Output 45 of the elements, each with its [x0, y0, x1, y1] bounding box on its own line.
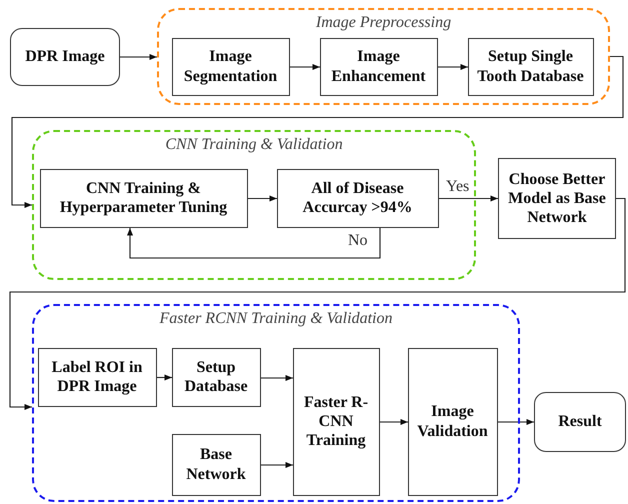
- process-box: [408, 348, 498, 496]
- arrow: [261, 374, 293, 382]
- arrow: [157, 374, 172, 381]
- group-title: Image Preprocessing: [316, 14, 452, 32]
- arrow: [380, 418, 408, 426]
- process-box: [292, 348, 380, 496]
- dashed-group-frame: [32, 304, 520, 502]
- process-box: [172, 434, 260, 496]
- box-label: Base Network: [185, 445, 247, 484]
- box-label: CNN Training & Hyperparameter Tuning: [58, 178, 228, 218]
- dashed-group-frame: [32, 130, 476, 280]
- box-label: Image Validation: [416, 402, 489, 441]
- group-title: Faster RCNN Training & Validation: [160, 310, 392, 328]
- process-box: [172, 38, 290, 96]
- process-box: [40, 168, 248, 228]
- arrow: [11, 56, 624, 208]
- terminal-box: [10, 28, 120, 86]
- process-box: [498, 158, 616, 239]
- terminal-box: [534, 392, 626, 452]
- arrow: [498, 418, 534, 426]
- group-title: CNN Training & Validation: [165, 136, 343, 154]
- arrow: [120, 54, 157, 60]
- arrow: [439, 195, 498, 202]
- dashed-group-frame: [157, 8, 610, 105]
- arrow: [9, 198, 626, 410]
- arrow: [261, 462, 293, 468]
- arrow: [126, 228, 381, 259]
- box-label: Result: [557, 412, 603, 432]
- process-box: [38, 348, 156, 406]
- box-label: Image Segmentation: [182, 47, 278, 86]
- box-label: Setup Database: [183, 358, 249, 396]
- arrow: [438, 64, 468, 70]
- arrow: [248, 195, 277, 202]
- box-label: Faster R-CNN Training: [302, 392, 370, 450]
- arrow: [290, 64, 320, 70]
- process-box: [468, 38, 594, 96]
- process-box: [172, 348, 260, 406]
- box-label: Image Enhancement: [330, 47, 427, 86]
- box-label: Choose Better Model as Base Network: [507, 170, 607, 228]
- box-label: All of Disease Accurcay >94%: [302, 178, 414, 218]
- box-label: Setup Single Tooth Database: [476, 47, 585, 86]
- box-label: Label ROI in DPR Image: [50, 358, 144, 396]
- process-box: [320, 38, 438, 96]
- box-label: DPR Image: [24, 47, 106, 67]
- process-box: [276, 168, 438, 228]
